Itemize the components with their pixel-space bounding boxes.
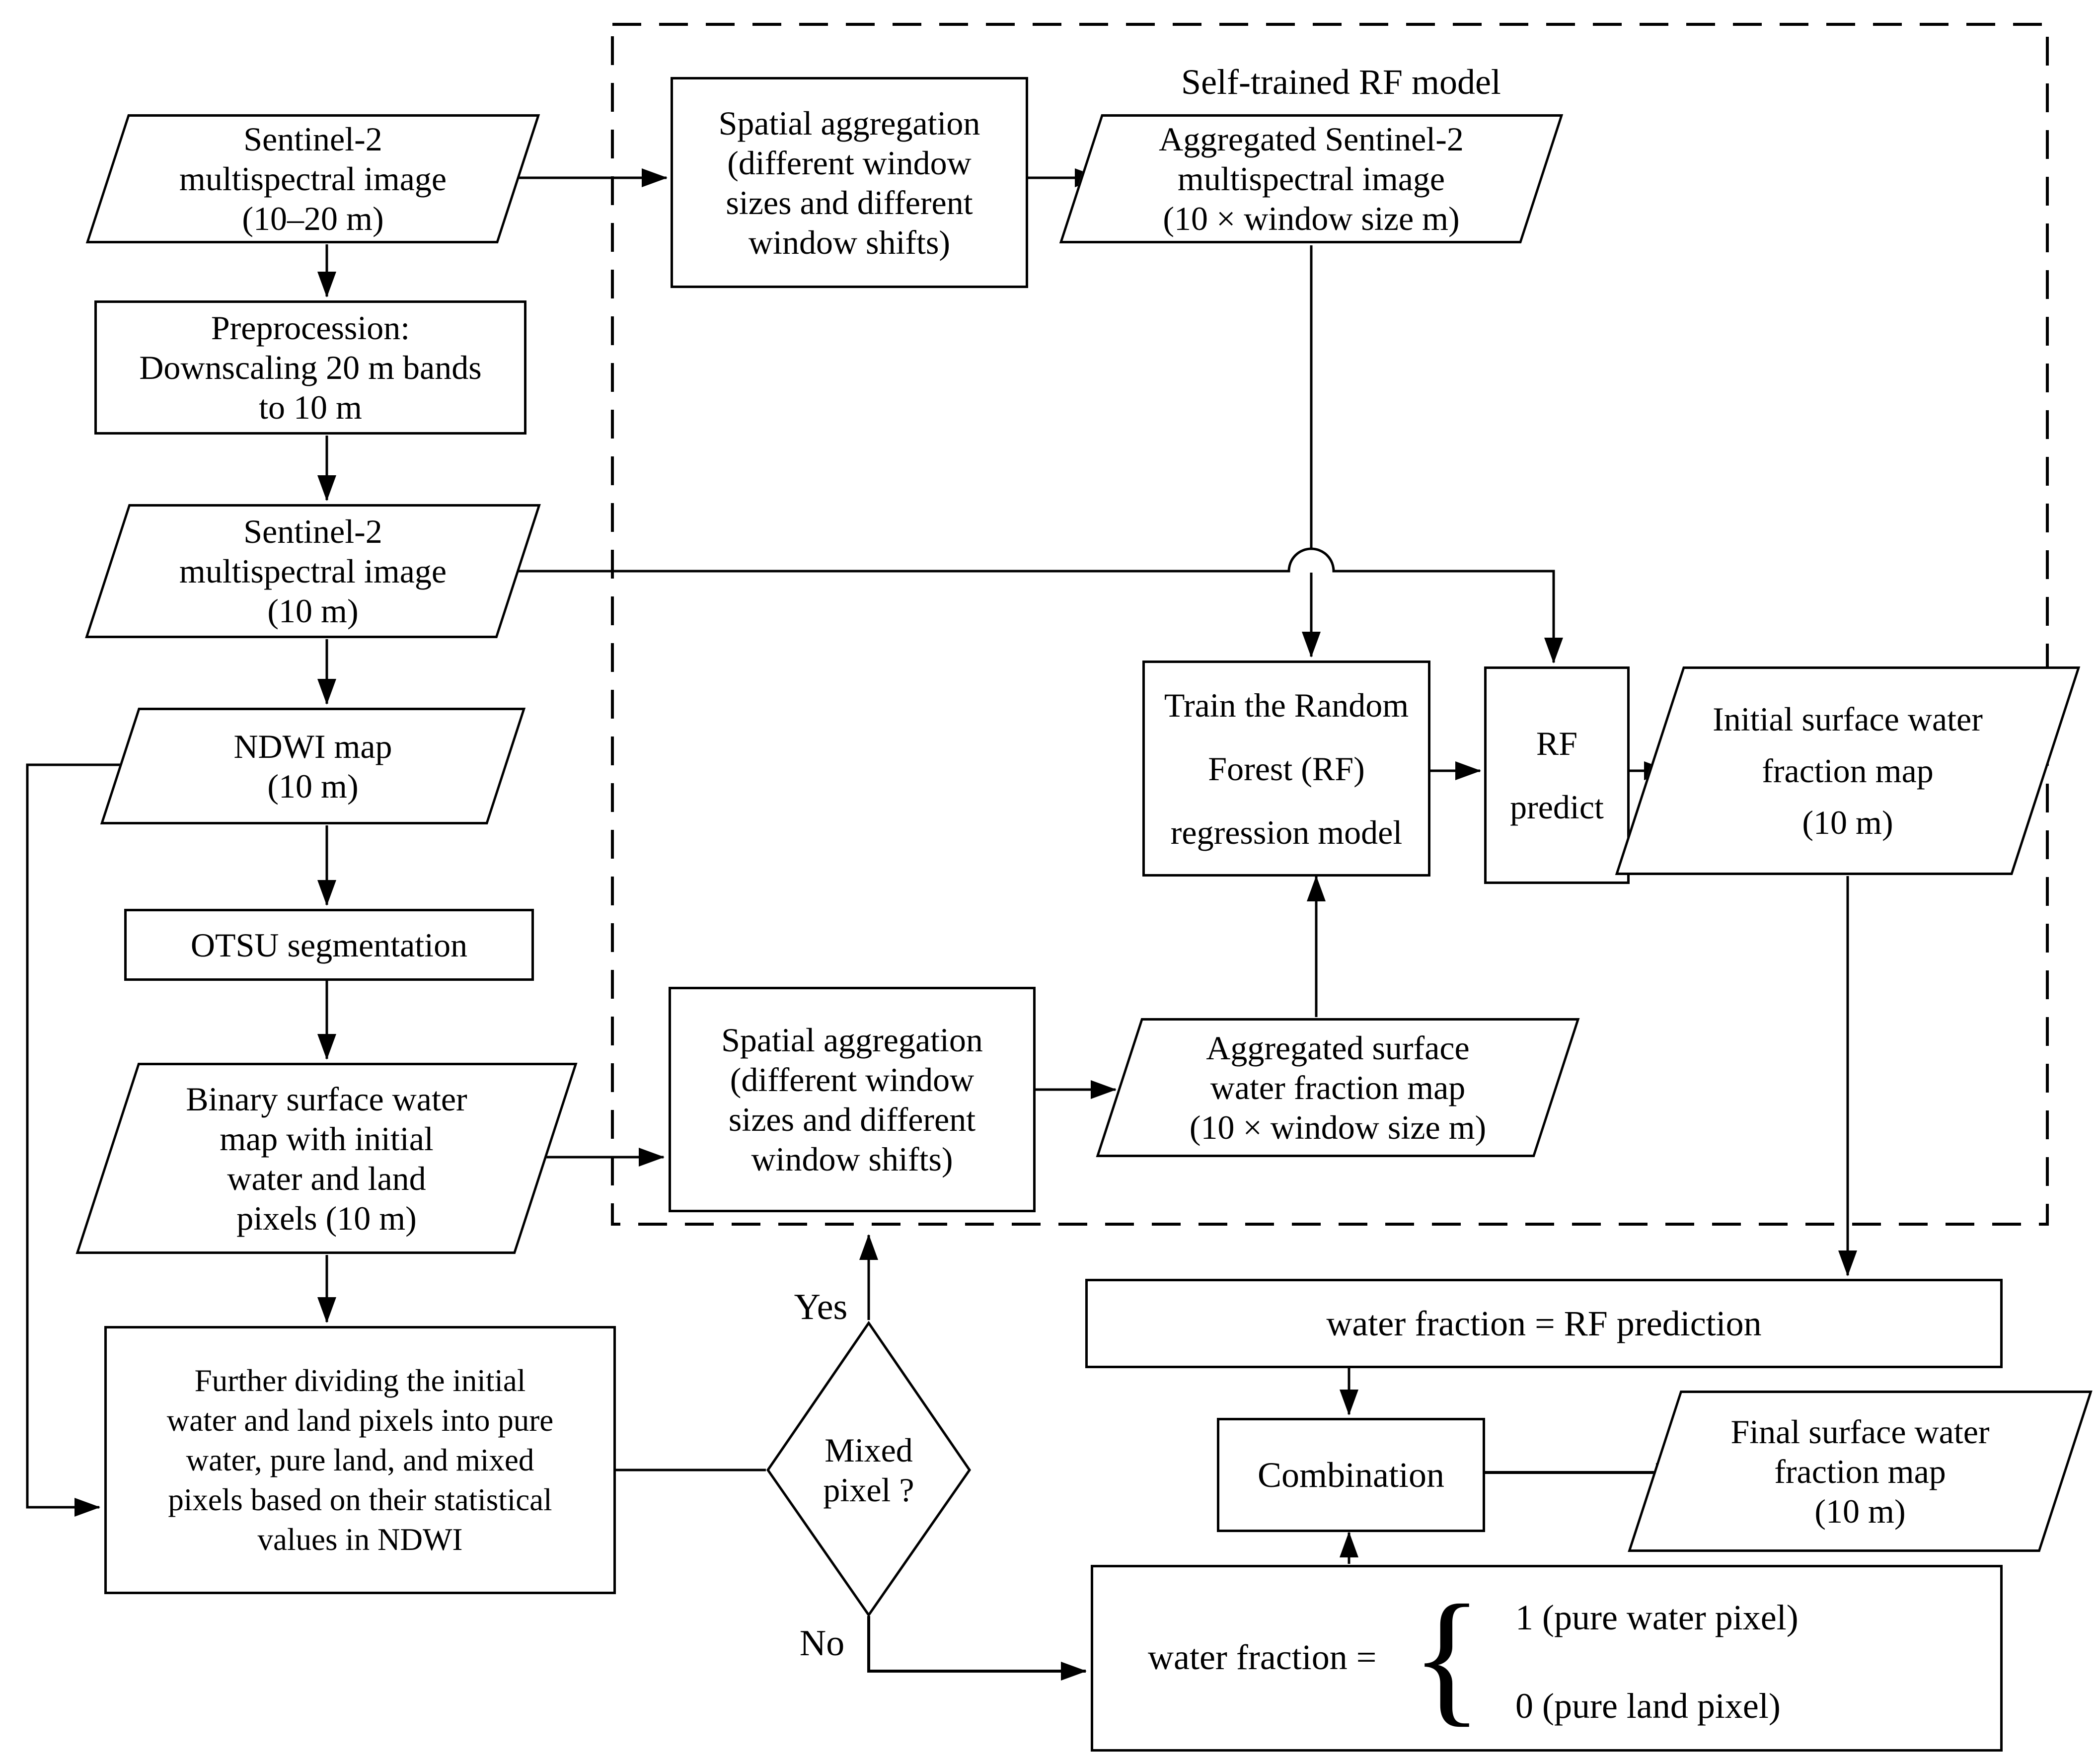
node-label-line: (10 m)	[267, 592, 359, 630]
node-label-line: Mixed	[824, 1431, 913, 1469]
wf-pure-case-land: 0 (pure land pixel)	[1515, 1686, 1781, 1726]
node-label-line: Sentinel-2	[243, 120, 382, 158]
node-label-line: Initial surface water	[1713, 700, 1983, 738]
node-label-line: pixels (10 m)	[236, 1199, 417, 1237]
node-label-line: Combination	[1258, 1455, 1444, 1495]
node-label-line: fraction map	[1774, 1452, 1946, 1490]
node-sentinel2-multispectral-10-20m: Sentinel-2 multispectral image (10–20 m)	[107, 114, 519, 243]
node-label-line: window shifts)	[751, 1140, 953, 1178]
node-label-line: water fraction = RF prediction	[1326, 1304, 1762, 1343]
node-label-line: Train the Random	[1164, 686, 1409, 724]
node-sentinel2-multispectral-10m: Sentinel-2 multispectral image (10 m)	[107, 504, 519, 638]
node-label-line: predict	[1510, 788, 1604, 826]
node-label-line: (10–20 m)	[242, 200, 384, 237]
node-water-fraction-rf-prediction: water fraction = RF prediction	[1085, 1279, 2003, 1368]
node-label-line: pixel ?	[823, 1471, 914, 1509]
node-label-line: pixels based on their statistical	[168, 1482, 552, 1517]
node-label-line: Aggregated Sentinel-2	[1159, 120, 1464, 158]
edge-label-no: No	[799, 1623, 845, 1664]
self-trained-rf-title: Self-trained RF model	[1181, 62, 1501, 102]
node-spatial-aggregation-top: Spatial aggregation (different window si…	[671, 77, 1028, 288]
edge-label-yes: Yes	[794, 1287, 848, 1327]
node-train-rf-model: Train the Random Forest (RF) regression …	[1142, 661, 1430, 877]
node-label-line: sizes and different	[726, 183, 973, 221]
node-label-line: multispectral image	[179, 552, 447, 590]
node-label-line: to 10 m	[259, 388, 362, 426]
edge-ndwi-loop-to-furtherdividing	[26, 763, 142, 1517]
node-preprocession: Preprocession: Downscaling 20 m bands to…	[94, 300, 526, 435]
node-label-line: (10 m)	[267, 767, 359, 805]
wf-pure-label: water fraction =	[1148, 1637, 1377, 1677]
mixed-pixel-diamond	[766, 1321, 972, 1617]
node-ndwi-map: NDWI map (10 m)	[119, 708, 507, 824]
node-label-line: NDWI map	[233, 727, 392, 765]
node-label-line: (10 m)	[1814, 1492, 1906, 1530]
node-further-dividing: Further dividing the initial water and l…	[104, 1326, 616, 1594]
node-label-line: map with initial	[220, 1119, 434, 1158]
node-label-line: water and land pixels into pure	[166, 1403, 554, 1438]
node-label-line: (10 × window size m)	[1163, 200, 1460, 237]
node-otsu-segmentation: OTSU segmentation	[124, 909, 534, 981]
node-label-line: (10 m)	[1802, 804, 1893, 841]
node-initial-surface-water-fraction-map: Initial surface water fraction map (10 m…	[1649, 666, 2046, 875]
wf-pure-case-water: 1 (pure water pixel)	[1515, 1598, 1798, 1637]
node-label-line: fraction map	[1762, 752, 1934, 790]
edge-no-to-wfpure	[867, 1616, 1087, 1681]
node-label-line: Downscaling 20 m bands	[139, 349, 482, 386]
wf-pure-brace: {	[1411, 1574, 1483, 1739]
node-label-line: OTSU segmentation	[190, 926, 468, 964]
node-label-line: water fraction map	[1210, 1069, 1466, 1106]
node-label-line: (10 × window size m)	[1189, 1108, 1487, 1146]
node-label-line: values in NDWI	[257, 1522, 463, 1557]
node-mixed-pixel-text: Mixed pixel ?	[769, 1396, 968, 1544]
node-label-line: multispectral image	[1177, 160, 1445, 198]
node-label-line: Preprocession:	[211, 309, 410, 347]
node-label-line: Final surface water	[1730, 1412, 1990, 1451]
node-label-line: water and land	[227, 1159, 426, 1197]
node-rf-predict: RF predict	[1484, 666, 1630, 884]
self-trained-rf-container	[611, 23, 2049, 1226]
node-label-line: Further dividing the initial	[194, 1363, 526, 1398]
node-binary-surface-water-map: Binary surface water map with initial wa…	[107, 1063, 546, 1254]
node-label-line: Sentinel-2	[243, 513, 382, 550]
node-spatial-aggregation-bottom: Spatial aggregation (different window si…	[669, 987, 1036, 1212]
node-water-fraction-pure: water fraction = { 1 (pure water pixel) …	[1091, 1565, 2003, 1752]
node-label-line: Aggregated surface	[1206, 1029, 1470, 1067]
node-label-line: Spatial aggregation	[721, 1021, 983, 1059]
node-label-line: Binary surface water	[186, 1080, 467, 1118]
node-label-line: water, pure land, and mixed	[186, 1443, 534, 1477]
node-label-line: window shifts)	[748, 223, 951, 261]
node-label-line: regression model	[1170, 813, 1403, 851]
node-label-line: sizes and different	[728, 1101, 976, 1138]
node-label-line: Spatial aggregation	[718, 104, 980, 142]
node-label-line: RF	[1536, 725, 1578, 762]
node-combination: Combination	[1217, 1418, 1485, 1532]
node-label-line: (different window	[727, 144, 972, 182]
node-aggregated-surface-water-fraction-map: Aggregated surface water fraction map (1…	[1119, 1018, 1557, 1157]
node-label-line: Forest (RF)	[1208, 749, 1365, 788]
node-label-line: (different window	[730, 1061, 974, 1099]
node-label-line: multispectral image	[179, 160, 447, 198]
edge-sentinel210m-to-rfpredict	[498, 547, 1563, 663]
node-final-surface-water-fraction-map: Final surface water fraction map (10 m)	[1654, 1391, 2066, 1552]
node-aggregated-sentinel2: Aggregated Sentinel-2 multispectral imag…	[1080, 114, 1542, 243]
